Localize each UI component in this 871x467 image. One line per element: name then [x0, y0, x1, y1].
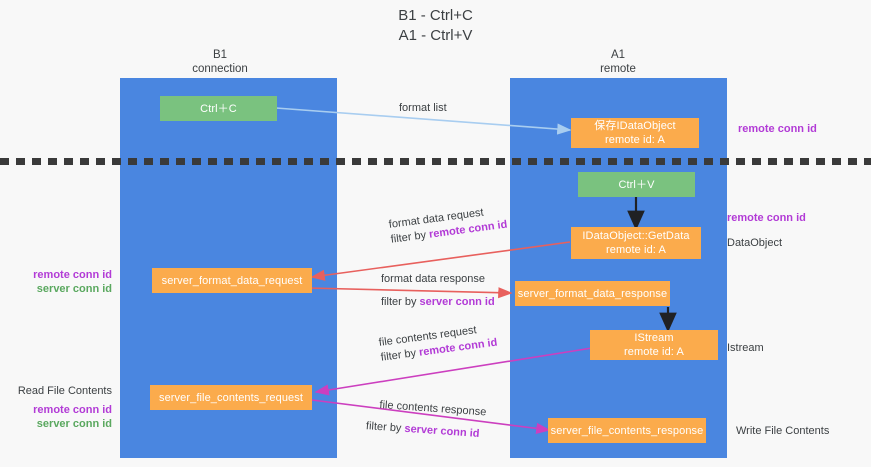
- column-right-name: A1: [610, 49, 626, 61]
- node-save-idataobject[interactable]: 保存IDataObject remote id: A: [571, 118, 699, 148]
- node-idataobject-getdata[interactable]: IDataObject::GetData remote id: A: [571, 227, 701, 259]
- node-server-file-contents-request-label: server_file_contents_request: [158, 391, 304, 404]
- edge-label-file-contents-request: file contents request filter by remote c…: [378, 321, 498, 366]
- filter-prefix: filter by: [390, 228, 430, 246]
- filter-prefix: filter by: [380, 346, 420, 364]
- title-line-1: B1 - Ctrl+C: [398, 7, 473, 24]
- annotation-left-remote-conn-id-bot: remote conn id: [33, 404, 112, 416]
- edge-label-format-list: format list: [399, 102, 447, 114]
- column-right-role: remote: [600, 63, 636, 75]
- node-istream-line2: remote id: A: [624, 346, 684, 358]
- annotation-write-file-contents: Write File Contents: [736, 425, 830, 437]
- node-ctrl-c[interactable]: Ctrl＋C: [160, 96, 277, 121]
- node-server-file-contents-response-label: server_file_contents_response: [550, 424, 704, 437]
- edge-label-format-data-request: format data request filter by remote con…: [388, 203, 508, 248]
- edge-label-file-contents-response-filter: filter by server conn id: [365, 419, 485, 442]
- title-line-2: A1 - Ctrl+V: [398, 27, 473, 44]
- edge-label-format-data-response: format data response filter by server co…: [381, 272, 495, 310]
- annotation-remote-conn-id-top: remote conn id: [738, 123, 817, 135]
- annotation-remote-conn-id-mid: remote conn id: [727, 212, 806, 224]
- node-server-format-data-request-label: server_format_data_request: [161, 274, 303, 287]
- annotation-left-remote-conn-id-mid: remote conn id: [33, 269, 112, 281]
- node-server-format-data-response[interactable]: server_format_data_response: [515, 281, 670, 306]
- node-istream-line1: IStream: [634, 332, 674, 344]
- edge-label-file-contents-response: file contents response filter by server …: [366, 398, 487, 442]
- column-header-right: A1 remote: [553, 48, 683, 76]
- filter-prefix: filter by: [381, 296, 420, 308]
- annotation-istream: Istream: [727, 342, 764, 354]
- node-save-idataobject-line2: remote id: A: [605, 134, 665, 146]
- column-left-role: connection: [192, 63, 248, 75]
- node-ctrl-v[interactable]: Ctrl＋V: [578, 172, 695, 197]
- annotation-read-file-contents: Read File Contents: [17, 385, 112, 397]
- filter-key-server-conn-id: server conn id: [404, 422, 480, 441]
- node-server-file-contents-response[interactable]: server_file_contents_response: [548, 418, 706, 443]
- node-istream[interactable]: IStream remote id: A: [590, 330, 718, 360]
- node-server-format-data-response-label: server_format_data_response: [517, 287, 668, 300]
- annotation-dataobject: DataObject: [727, 237, 783, 249]
- filter-prefix: filter by: [365, 420, 405, 435]
- node-server-format-data-request[interactable]: server_format_data_request: [152, 268, 312, 293]
- phase-divider: [0, 158, 871, 165]
- edge-label-format-data-response-filter: filter by server conn id: [381, 295, 495, 310]
- node-idataobject-getdata-line2: remote id: A: [606, 244, 666, 256]
- annotation-left-server-conn-id-mid: server conn id: [36, 283, 112, 295]
- node-idataobject-getdata-line1: IDataObject::GetData: [582, 230, 690, 242]
- node-save-idataobject-line1: 保存IDataObject: [594, 120, 676, 132]
- node-ctrl-v-label: Ctrl＋V: [618, 178, 655, 191]
- edge-label-format-data-response-title: format data response: [381, 273, 485, 285]
- annotation-left-server-conn-id-bot: server conn id: [36, 418, 112, 430]
- column-left-name: B1: [212, 49, 228, 61]
- column-header-left: B1 connection: [155, 48, 285, 76]
- edge-label-file-contents-response-title: file contents response: [379, 398, 487, 419]
- node-server-file-contents-request[interactable]: server_file_contents_request: [150, 385, 312, 410]
- node-ctrl-c-label: Ctrl＋C: [200, 102, 237, 115]
- filter-key-server-conn-id: server conn id: [419, 296, 495, 308]
- page-title: B1 - Ctrl+C A1 - Ctrl+V: [0, 6, 871, 46]
